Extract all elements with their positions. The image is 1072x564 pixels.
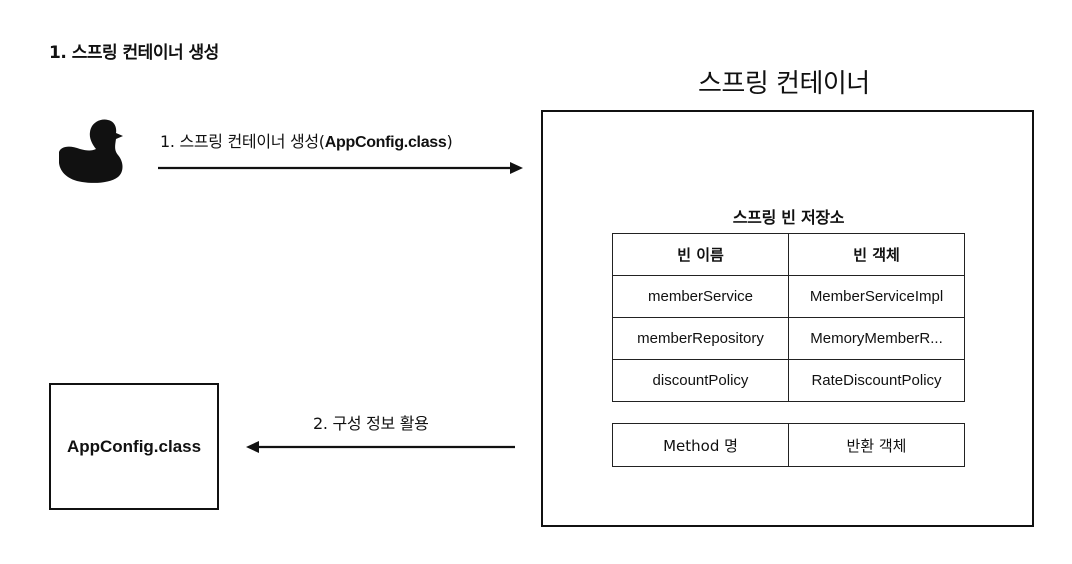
create-container-label: 1. 스프링 컨테이너 생성(AppConfig.class): [160, 128, 453, 152]
config-usage-arrow: [246, 441, 515, 453]
container-title: 스프링 컨테이너: [698, 69, 870, 99]
return-object-cell: 반환 객체: [788, 423, 965, 467]
bean-name-header: 빈 이름: [612, 233, 789, 276]
method-name-cell: Method 명: [612, 423, 789, 467]
duck-icon: [59, 119, 123, 183]
bean-name-cell: memberService: [612, 275, 789, 318]
bean-object-header: 빈 객체: [788, 233, 965, 276]
create-label-suffix: ): [446, 132, 453, 151]
table-row: memberRepository MemoryMemberR...: [612, 317, 965, 360]
method-legend-table: Method 명 반환 객체: [612, 423, 965, 467]
bean-repository-table: 빈 이름 빈 객체 memberService MemberServiceImp…: [612, 233, 965, 402]
spring-container-box: [541, 110, 1034, 527]
table-row: discountPolicy RateDiscountPolicy: [612, 359, 965, 402]
create-label-class: AppConfig.class: [324, 134, 447, 151]
table-row: memberService MemberServiceImpl: [612, 275, 965, 318]
create-container-arrow: [158, 162, 523, 174]
table-header-row: 빈 이름 빈 객체: [612, 233, 965, 276]
bean-object-cell: MemberServiceImpl: [788, 275, 965, 318]
appconfig-label: AppConfig.class: [66, 436, 202, 456]
bean-object-cell: MemoryMemberR...: [788, 317, 965, 360]
table-row: Method 명 반환 객체: [612, 423, 965, 467]
create-label-prefix: 1. 스프링 컨테이너 생성(: [160, 132, 325, 151]
bean-object-cell: RateDiscountPolicy: [788, 359, 965, 402]
config-usage-label: 2. 구성 정보 활용: [313, 414, 429, 433]
page-heading: 1. 스프링 컨테이너 생성: [49, 43, 219, 63]
bean-name-cell: memberRepository: [612, 317, 789, 360]
bean-name-cell: discountPolicy: [612, 359, 789, 402]
appconfig-box: AppConfig.class: [49, 383, 219, 510]
bean-repository-title: 스프링 빈 저장소: [732, 208, 845, 227]
